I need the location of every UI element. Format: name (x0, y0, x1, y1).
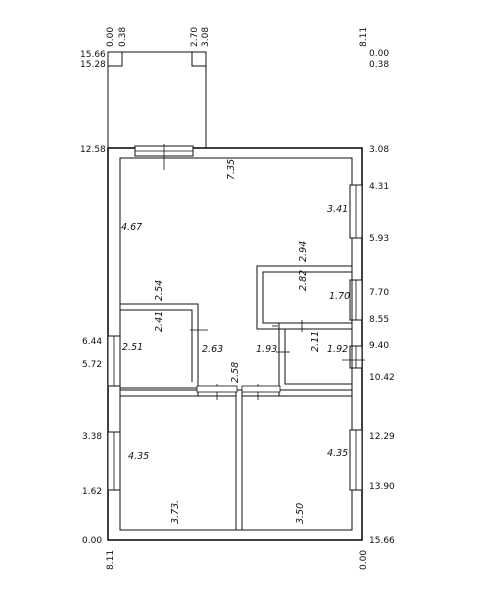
right-window-wc (342, 345, 365, 369)
dim-main-inner: 2.94 (298, 241, 309, 262)
bottom-ruler: 8.11 0.00 (106, 550, 369, 570)
top-ruler-0-38: 0.38 (118, 27, 128, 47)
balcony-door (134, 144, 194, 170)
left-ruler-6-44: 6.44 (82, 337, 102, 347)
left-ruler-5-72: 5.72 (82, 360, 102, 370)
dim-bottom-right-w: 3.50 (295, 503, 306, 524)
dim-wc-w: 1.92 (327, 344, 348, 355)
right-window-lower (349, 429, 363, 491)
dim-bottom-right-h: 4.35 (327, 448, 348, 459)
left-ruler-1-62: 1.62 (82, 487, 102, 497)
bottom-ruler-8-11: 8.11 (106, 550, 116, 570)
right-ruler-10-42: 10.42 (369, 373, 395, 383)
right-ruler: 0.00 0.38 3.08 4.31 5.93 7.70 8.55 9.40 … (369, 49, 395, 546)
dim-bottom-left-w: 3.73. (170, 500, 181, 524)
right-ruler-7-70: 7.70 (369, 288, 389, 298)
dim-main-top: 7.35 (226, 159, 237, 180)
left-ruler-12-58: 12.58 (80, 145, 106, 155)
top-ruler-3-08: 3.08 (201, 27, 211, 47)
dim-bath-w: 1.70 (329, 291, 350, 302)
left-window-upper (107, 335, 121, 387)
room-dimensions: 7.35 4.67 3.41 2.94 2.54 2.41 2.51 2.63 … (121, 159, 350, 524)
right-ruler-8-55: 8.55 (369, 315, 389, 325)
interior-doors (190, 320, 303, 400)
dim-left-room-h: 2.63 (202, 344, 223, 355)
right-ruler-3-08: 3.08 (369, 145, 389, 155)
dim-bottom-left-h: 4.35 (128, 451, 149, 462)
top-ruler-0-00: 0.00 (106, 27, 116, 47)
top-ruler: 0.00 0.38 2.70 3.08 8.11 (106, 27, 369, 47)
right-ruler-15-66: 15.66 (369, 536, 395, 546)
dim-wc-h: 2.11 (310, 331, 321, 352)
right-window-upper (349, 184, 363, 239)
top-ruler-8-11: 8.11 (359, 27, 369, 47)
left-ruler-15-66: 15.66 (80, 50, 106, 60)
right-ruler-5-93: 5.93 (369, 234, 389, 244)
dim-small-room-w: 2.54 (154, 280, 165, 301)
dim-small-room-h: 2.41 (154, 311, 165, 332)
left-ruler: 15.66 15.28 12.58 6.44 5.72 3.38 1.62 0.… (80, 50, 109, 546)
dim-corridor-w: 2.58 (230, 362, 241, 383)
dim-mid-left: 1.93 (256, 344, 277, 355)
balcony (107, 51, 207, 149)
left-window-lower (107, 431, 121, 491)
left-ruler-3-38: 3.38 (82, 432, 102, 442)
dim-bath-h: 2.82 (298, 270, 309, 291)
interior-walls (120, 265, 353, 530)
left-ruler-15-28: 15.28 (80, 60, 106, 70)
right-window-bath (349, 279, 363, 321)
top-ruler-2-70: 2.70 (190, 27, 200, 47)
dim-left-room-w: 2.51 (122, 342, 143, 353)
right-ruler-0-38: 0.38 (369, 60, 389, 70)
outer-walls (107, 147, 363, 541)
right-ruler-9-40: 9.40 (369, 341, 389, 351)
left-ruler-0-00: 0.00 (82, 536, 102, 546)
right-ruler-0-00: 0.00 (369, 49, 389, 59)
right-ruler-4-31: 4.31 (369, 182, 389, 192)
right-ruler-12-29: 12.29 (369, 432, 395, 442)
bottom-ruler-0-00: 0.00 (359, 550, 369, 570)
dim-main-right: 3.41 (327, 204, 348, 215)
right-ruler-13-90: 13.90 (369, 482, 395, 492)
dim-main-left: 4.67 (121, 222, 142, 233)
